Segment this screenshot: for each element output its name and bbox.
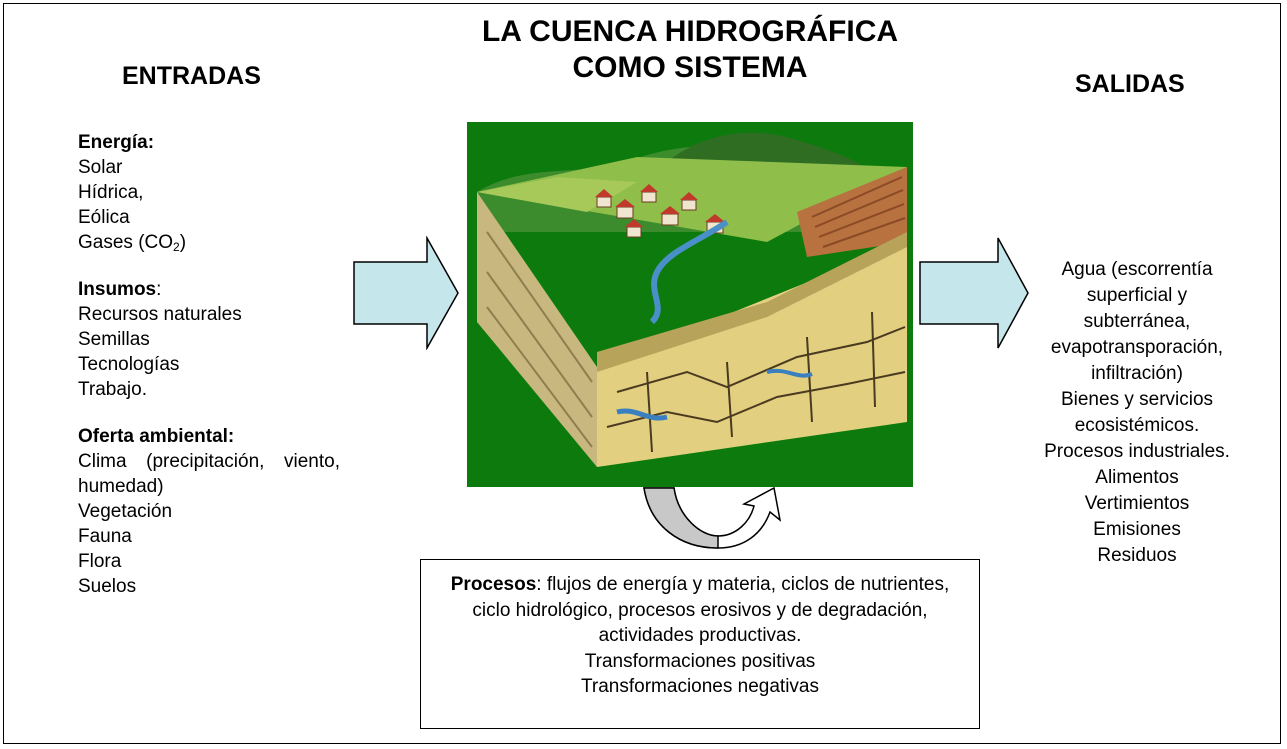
procesos-paragraph: Procesos: flujos de energía y materia, c… [441, 572, 959, 649]
procesos-line-negativas: Transformaciones negativas [581, 676, 819, 697]
insumos-item: Recursos naturales [78, 304, 242, 325]
gases-prefix: Gases (CO [78, 232, 174, 253]
salidas-item: evapotransporación, [1050, 337, 1224, 358]
procesos-text: : flujos de energía y materia, ciclos de… [472, 574, 950, 646]
diagram-title: LA CUENCA HIDROGRÁFICA COMO SISTEMA [400, 14, 980, 86]
oferta-item: Flora [78, 551, 122, 572]
entradas-list: Energía: Solar Hídrica, Eólica Gases (CO… [78, 130, 340, 599]
procesos-box: Procesos: flujos de energía y materia, c… [420, 559, 980, 729]
salidas-item: infiltración) [1091, 363, 1183, 384]
energia-item-gases: Gases (CO2) [78, 230, 340, 255]
salidas-item: subterránea, [1083, 311, 1191, 332]
salidas-heading: SALIDAS [1075, 70, 1185, 98]
input-arrow-icon [353, 236, 459, 350]
output-arrow-icon [919, 237, 1029, 349]
insumos-title: Insumos [78, 279, 157, 300]
energia-item: Solar [78, 157, 123, 178]
energia-item: Eólica [78, 207, 130, 228]
insumos-colon: : [156, 279, 162, 300]
salidas-item: Agua (escorrentía [1061, 259, 1213, 280]
salidas-item: Alimentos [1095, 467, 1179, 488]
procesos-line-positivas: Transformaciones positivas [584, 650, 816, 672]
insumos-item: Trabajo. [78, 379, 147, 400]
energia-title: Energía: [78, 132, 155, 153]
energia-item: Hídrica, [78, 182, 144, 203]
gases-suffix: ) [179, 232, 187, 253]
watershed-block-illustration [467, 122, 913, 487]
title-line-1: LA CUENCA HIDROGRÁFICA [481, 15, 899, 48]
salidas-item: Procesos industriales. [1044, 441, 1230, 462]
entradas-heading: ENTRADAS [122, 62, 261, 90]
salidas-list: Agua (escorrentía superficial y subterrá… [1010, 257, 1264, 569]
insumos-title-row: Insumos: [78, 277, 340, 302]
oferta-item: Vegetación [78, 501, 173, 522]
oferta-item: Fauna [78, 526, 132, 547]
salidas-item: ecosistémicos. [1074, 415, 1200, 436]
gases-subscript: 2 [173, 240, 180, 254]
salidas-item: superficial y [1086, 285, 1188, 306]
diagram-frame [3, 3, 1281, 744]
oferta-clima: Clima (precipitación, viento, humedad) [78, 451, 340, 497]
oferta-title: Oferta ambiental: [78, 426, 235, 447]
salidas-item: Residuos [1097, 545, 1177, 566]
procesos-label: Procesos [450, 574, 537, 595]
title-line-2: COMO SISTEMA [572, 51, 808, 84]
salidas-item: Emisiones [1093, 519, 1181, 540]
insumos-item: Semillas [78, 329, 150, 350]
oferta-item: Suelos [78, 576, 137, 597]
insumos-item: Tecnologías [78, 354, 180, 375]
cycle-arrow-icon [643, 486, 782, 549]
salidas-item: Bienes y servicios [1060, 389, 1214, 410]
salidas-item: Vertimientos [1084, 493, 1190, 514]
